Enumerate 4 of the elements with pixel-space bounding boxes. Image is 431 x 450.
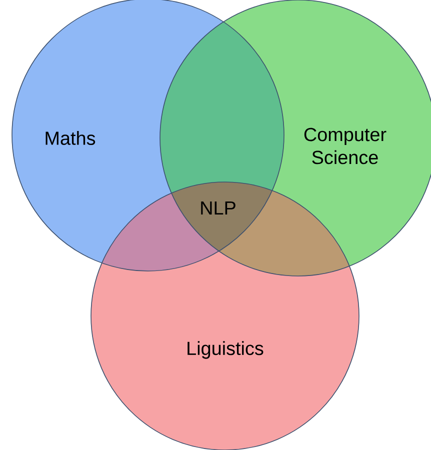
circle-label: Liguistics	[188, 341, 264, 359]
circle-label: Maths	[46, 131, 96, 145]
region-label: NLP	[201, 202, 236, 214]
circle-label: Computer Science	[304, 128, 386, 164]
